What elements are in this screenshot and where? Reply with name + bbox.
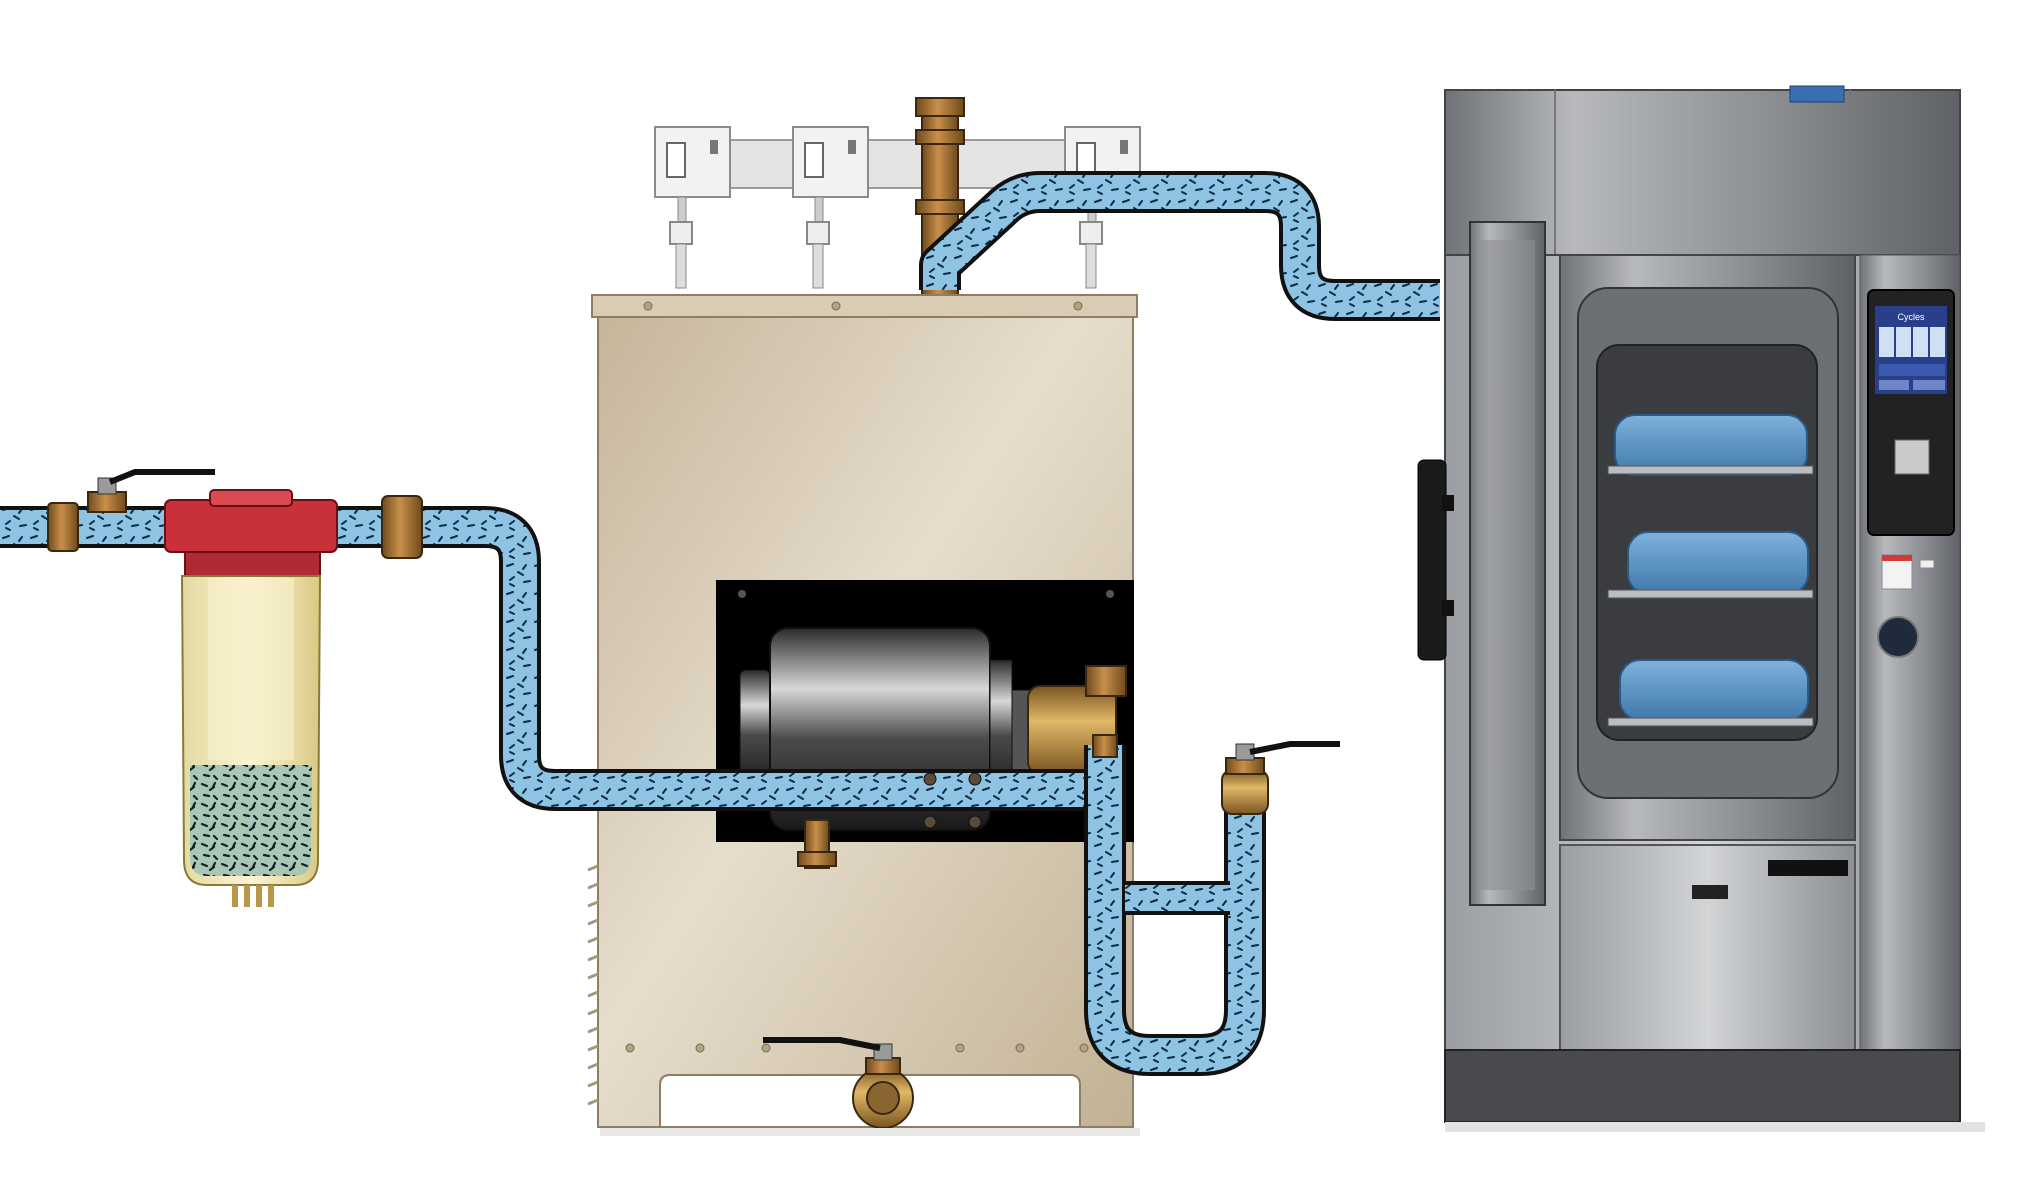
control-touchscreen[interactable]: Cycles xyxy=(1867,289,1955,536)
tray-stack xyxy=(1607,414,1814,727)
inlet-fittings xyxy=(47,495,423,559)
sterilizer: Cycles xyxy=(1417,85,1961,1123)
electrical-box-2 xyxy=(792,126,869,289)
filter-housing-icon xyxy=(164,489,338,907)
warning-labels xyxy=(1877,554,1935,658)
drain-ball-valve xyxy=(763,1037,914,1129)
sterilizer-cabinet-icon xyxy=(1417,85,1961,1123)
screen-title: Cycles xyxy=(1897,312,1925,322)
outlet-ball-valve xyxy=(1221,741,1340,815)
sediment-filter xyxy=(164,489,338,907)
inlet-ball-valve xyxy=(87,469,215,513)
water-pipes xyxy=(0,171,1440,1076)
electrical-box-1 xyxy=(654,126,731,289)
wall-manifold xyxy=(654,126,1141,289)
pump-discharge-fittings xyxy=(923,734,1118,829)
